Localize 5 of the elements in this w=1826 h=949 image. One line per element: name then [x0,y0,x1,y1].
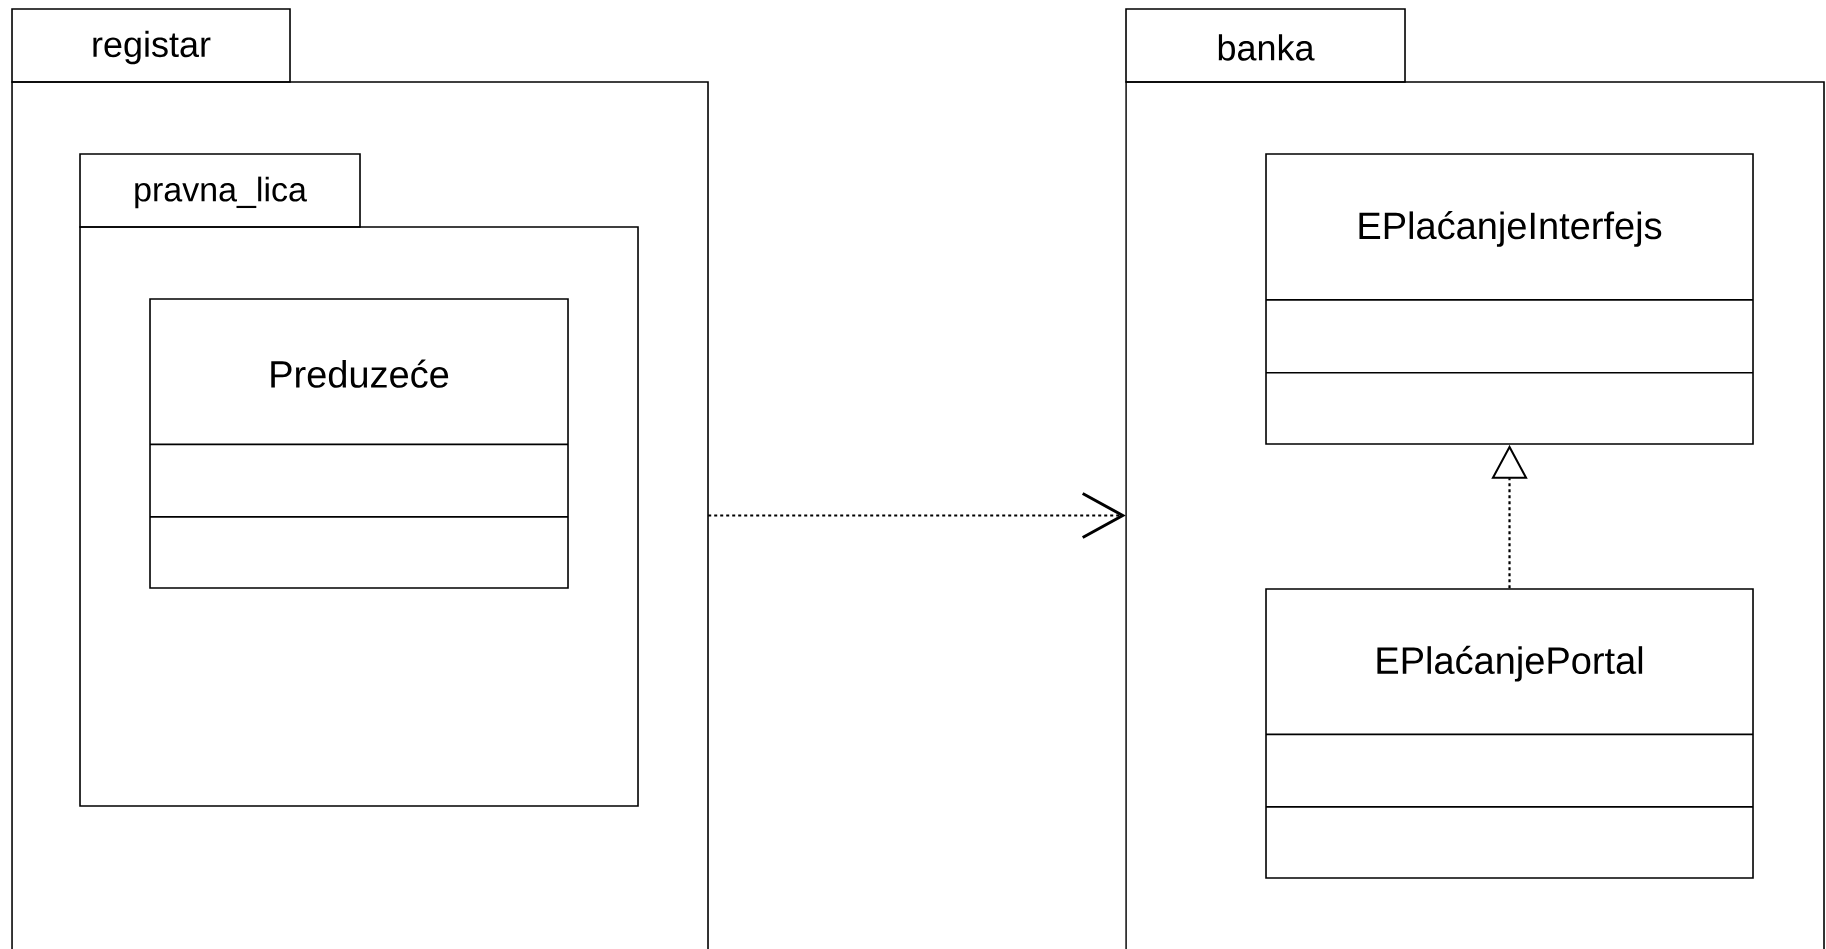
class-box: EPlaćanjePortal [1265,588,1754,879]
node-label: pravna_lica [135,176,307,209]
class-box: Preduzeće [149,298,569,589]
dependency-arrow [708,492,1126,539]
class-box: EPlaćanjeInterfejs [1265,153,1754,445]
